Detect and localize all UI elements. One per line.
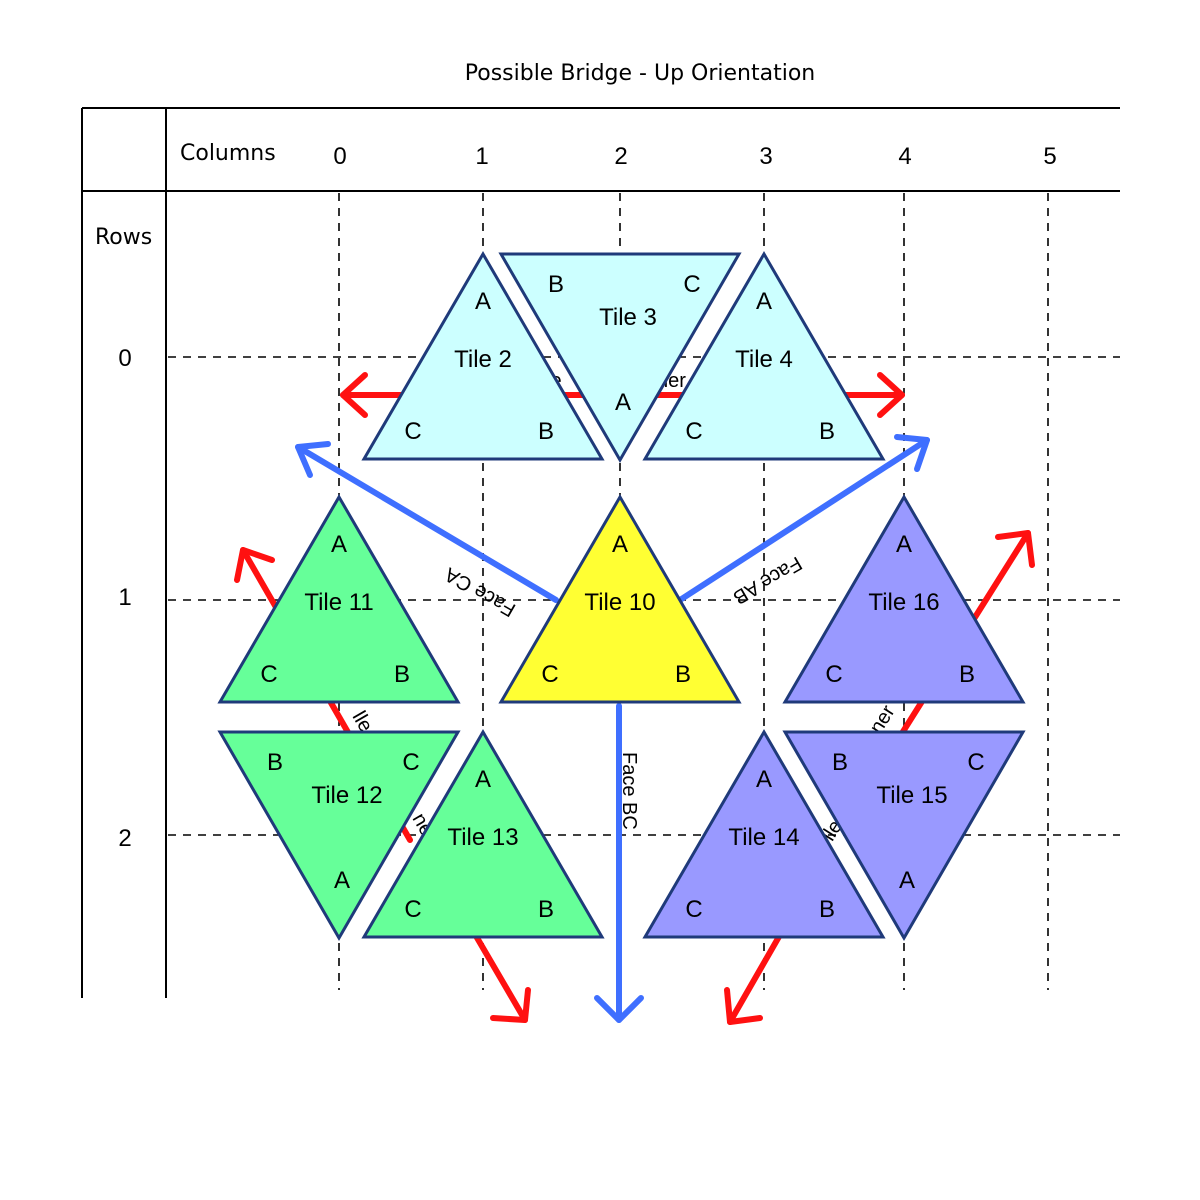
vertex-b-label: B: [538, 896, 554, 923]
tile-label: Tile 16: [868, 589, 939, 616]
vertex-c-label: C: [404, 418, 421, 445]
vertex-b-label: B: [394, 661, 410, 688]
vertex-a-label: A: [334, 867, 350, 894]
blue-arrow-face-ca: [295, 441, 559, 603]
vertex-a-label: A: [331, 531, 347, 558]
vertex-a-label: A: [475, 288, 491, 315]
vertex-c-label: C: [260, 661, 277, 688]
vertex-a-label: A: [756, 766, 772, 793]
tile-label: Tile 14: [728, 824, 799, 851]
vertex-a-label: A: [899, 867, 915, 894]
tile-4: Tile 4 A B C: [642, 251, 886, 461]
blue-arrows: [295, 434, 930, 1023]
tile-label: Tile 11: [304, 589, 373, 616]
vertex-a-label: A: [612, 531, 628, 558]
vertex-b-label: B: [267, 749, 283, 776]
tile-label: Tile 15: [876, 782, 947, 809]
vertex-b-label: B: [675, 661, 691, 688]
vertex-b-label: B: [832, 749, 848, 776]
table-frame: [81, 107, 1120, 998]
vertex-c-label: C: [402, 749, 419, 776]
columns-header: Columns: [180, 141, 276, 166]
column-label: 1: [475, 143, 488, 170]
tile-11: Tile 11 A B C: [217, 494, 461, 704]
column-label: 4: [898, 143, 911, 170]
tile-10: Tile 10 A B C: [498, 494, 742, 704]
tile-16: Tile 16 A B C: [782, 494, 1026, 704]
column-headers: 0 1 2 3 4 5: [333, 143, 1056, 170]
vertex-b-label: B: [819, 418, 835, 445]
tile-shape: [361, 251, 605, 461]
tile-shape: [642, 251, 886, 461]
tile-label: Tile 3: [599, 304, 657, 331]
tile-shape: [498, 252, 742, 463]
row-label: 2: [118, 825, 131, 852]
vertex-b-label: B: [548, 271, 564, 298]
tile-15: Tile 15 A B C: [782, 730, 1026, 941]
diagram-title: Possible Bridge - Up Orientation: [465, 61, 816, 86]
face-bc-label: Face BC: [618, 752, 640, 830]
tile-label: Tile 2: [454, 346, 512, 373]
tile-shape: [217, 730, 461, 941]
tile-shape: [642, 729, 886, 939]
tile-shape: [782, 730, 1026, 941]
vertex-b-label: B: [819, 896, 835, 923]
vertex-c-label: C: [825, 661, 842, 688]
row-headers: 0 1 2: [118, 345, 131, 852]
blue-arrow-face-bc: [594, 703, 644, 1023]
tile-shape: [782, 494, 1026, 704]
vertex-c-label: C: [967, 749, 984, 776]
vertex-c-label: C: [683, 271, 700, 298]
rows-header: Rows: [95, 225, 152, 250]
blue-arrow-face-ab: [677, 434, 930, 603]
vertex-c-label: C: [541, 661, 558, 688]
vertex-a-label: A: [896, 531, 912, 558]
vertex-c-label: C: [404, 896, 421, 923]
column-label: 0: [333, 143, 346, 170]
vertex-a-label: A: [615, 389, 631, 416]
tile-14: Tile 14 A B C: [642, 729, 886, 939]
vertex-b-label: B: [959, 661, 975, 688]
tile-shape: [217, 494, 461, 704]
tile-label: Tile 4: [735, 346, 793, 373]
tile-label: Tile 13: [447, 824, 518, 851]
tile-2: Tile 2 A B C: [361, 251, 605, 461]
vertex-b-label: B: [538, 418, 554, 445]
tile-shape: [498, 494, 742, 704]
row-label: 0: [118, 345, 131, 372]
tile-3: Tile 3 A B C: [498, 252, 742, 463]
vertex-a-label: A: [475, 766, 491, 793]
vertex-c-label: C: [685, 418, 702, 445]
tile-13: Tile 13 A B C: [361, 729, 605, 939]
row-label: 1: [118, 584, 131, 611]
vertex-c-label: C: [685, 896, 702, 923]
tile-label: Tile 12: [311, 782, 382, 809]
tile-shape: [361, 729, 605, 939]
tile-12: Tile 12 A B C: [217, 730, 461, 941]
vertex-a-label: A: [756, 288, 772, 315]
column-label: 2: [614, 143, 627, 170]
column-label: 5: [1043, 143, 1056, 170]
column-label: 3: [759, 143, 772, 170]
tile-label: Tile 10: [584, 589, 655, 616]
